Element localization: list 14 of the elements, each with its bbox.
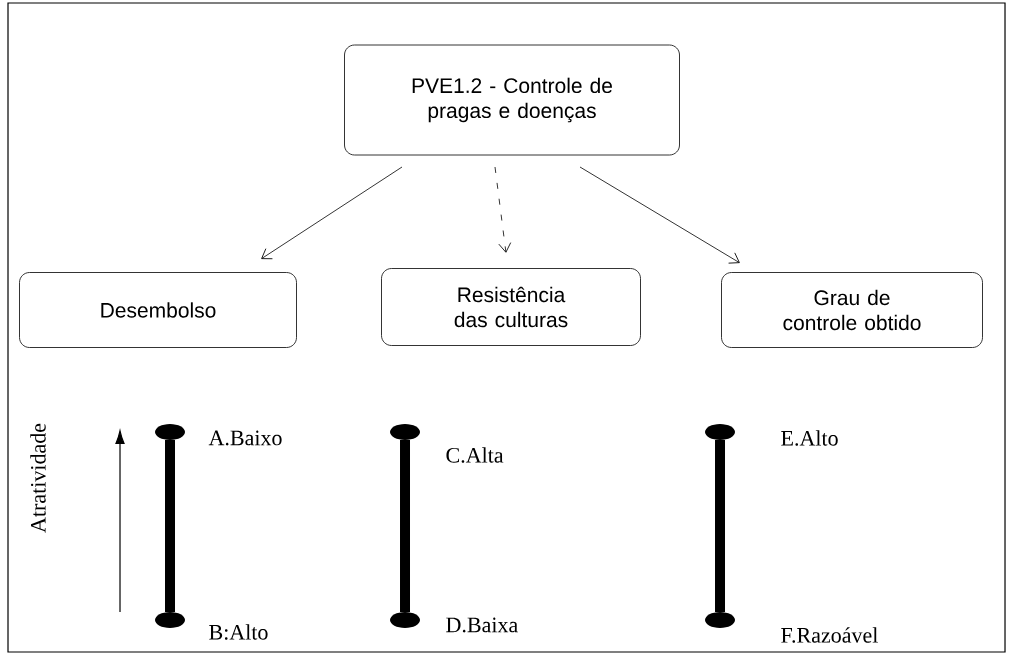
process-box: Grau de controle obtido [721, 272, 983, 348]
scale-label: C.Alta [446, 447, 504, 463]
arrow [261, 166, 403, 260]
axis-label: Atratividade [30, 423, 46, 533]
scale-label: D.Baixa [446, 617, 518, 633]
scale-label: F.Razoável [781, 627, 878, 643]
scale-label: E.Alto [781, 430, 838, 446]
process-box: Desembolso [19, 272, 297, 348]
process-box: Resistência das culturas [381, 268, 641, 346]
scale-label: B:Alto [209, 624, 268, 640]
arrow [579, 166, 740, 264]
process-box: PVE1.2 - Controle de pragas e doenças [344, 44, 680, 156]
arrow [494, 166, 512, 253]
scale-label: A.Baixo [208, 430, 282, 446]
